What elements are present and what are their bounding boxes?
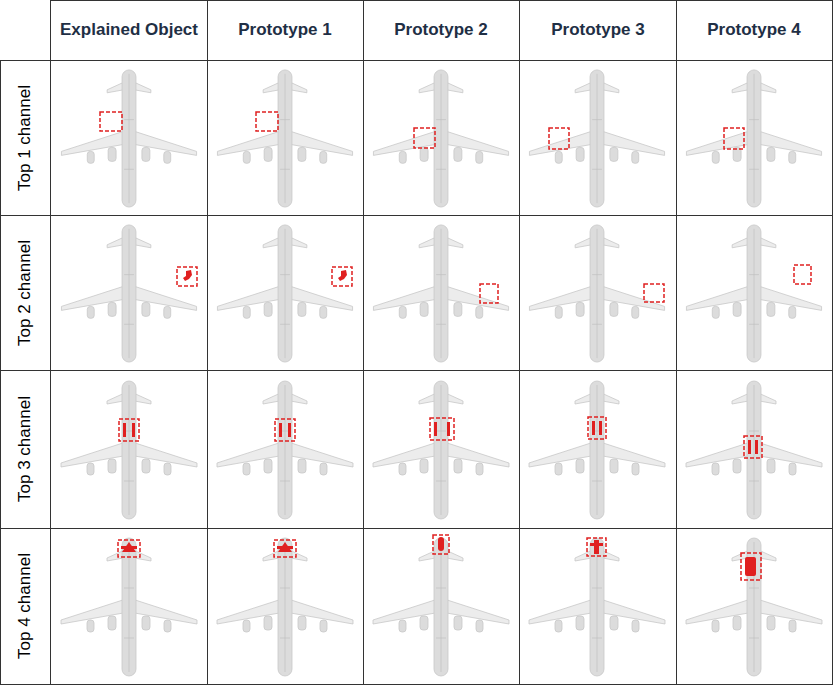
column-header: Prototype 1 xyxy=(238,20,332,40)
column-header: Prototype 2 xyxy=(394,20,488,40)
row-header: Top 2 channel xyxy=(15,240,35,346)
row-header: Top 1 channel xyxy=(15,85,35,191)
row-header: Top 4 channel xyxy=(15,553,35,659)
column-header: Prototype 3 xyxy=(551,20,645,40)
column-header: Explained Object xyxy=(60,20,198,40)
row-header: Top 3 channel xyxy=(15,396,35,502)
airplanes xyxy=(61,70,822,676)
highlight-boxes xyxy=(100,112,811,580)
activation-marks xyxy=(121,270,758,576)
column-header: Prototype 4 xyxy=(707,20,801,40)
